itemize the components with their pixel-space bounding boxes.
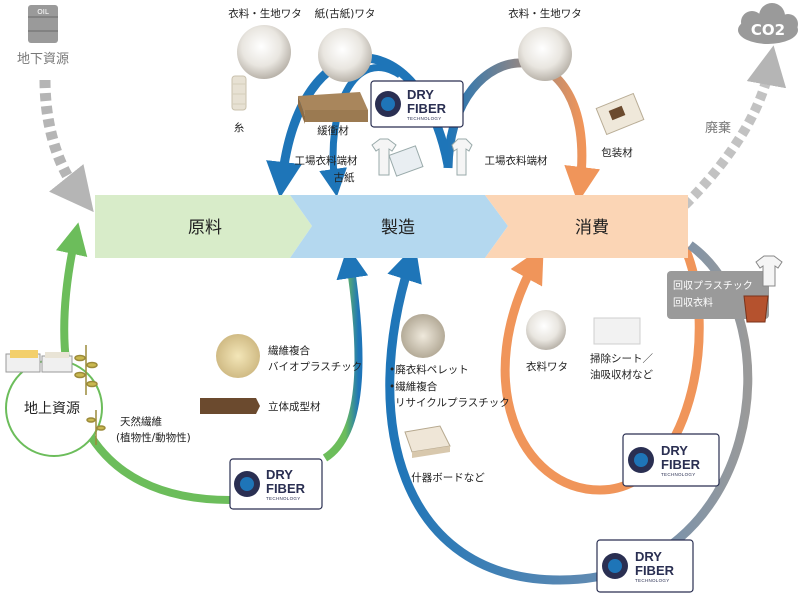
waste-paper-label: 古紙 bbox=[334, 171, 355, 184]
logo-fiber-text: FIBER bbox=[407, 101, 447, 116]
logo-technology-text: TECHNOLOGY bbox=[635, 578, 670, 583]
factory-scraps-left-label: 工場衣料端材 bbox=[295, 154, 358, 167]
dry-fiber-logo-bottom-right: DRY FIBER TECHNOLOGY bbox=[622, 433, 720, 487]
dry-fiber-logo-bottom-left: DRY FIBER TECHNOLOGY bbox=[229, 458, 323, 510]
fiber-composite-bio-label-1: 繊維複合 bbox=[268, 344, 310, 357]
top-clothing-wadding-left-label: 衣料・生地ワタ bbox=[228, 7, 302, 20]
thread-spool-icon bbox=[231, 75, 247, 111]
aboveground-label: 地上資源 bbox=[24, 401, 80, 417]
fixture-board-image bbox=[404, 425, 451, 458]
oil-drum-label: OIL bbox=[37, 8, 49, 16]
dry-fiber-logo-bottom: DRY FIBER TECHNOLOGY bbox=[596, 539, 694, 593]
logo-fiber-text: FIBER bbox=[266, 481, 306, 496]
recycled-plastic-label-1: •繊維複合 bbox=[389, 380, 438, 393]
packaging-icon bbox=[595, 92, 645, 136]
thread-label: 糸 bbox=[234, 122, 245, 134]
co2-label: CO2 bbox=[751, 21, 785, 39]
paper-wadding-image bbox=[318, 28, 372, 82]
natural-fiber-label-1: 天然繊維 bbox=[120, 415, 162, 428]
cushioning-label: 緩衝材 bbox=[317, 124, 349, 137]
logo-fiber-text: FIBER bbox=[661, 457, 701, 472]
stage-consumption-label: 消費 bbox=[575, 218, 609, 238]
stage-raw-label: 原料 bbox=[188, 218, 222, 238]
natural-fiber-label-2: (植物性/動物性) bbox=[116, 431, 191, 444]
crop-containers-icon bbox=[5, 350, 73, 373]
molded-material-image bbox=[200, 398, 260, 414]
disposal-label: 廃棄 bbox=[705, 120, 731, 136]
logo-fiber-text: FIBER bbox=[635, 563, 675, 578]
dry-fiber-logo-top: DRY FIBER TECHNOLOGY bbox=[370, 80, 464, 128]
clothing-wadding-label: 衣料ワタ bbox=[526, 360, 568, 373]
paper-wadding-label: 紙(古紙)ワタ bbox=[315, 7, 376, 20]
top-clothing-wadding-right-label: 衣料・生地ワタ bbox=[508, 7, 582, 20]
cotton-wadding-right-image bbox=[518, 27, 572, 81]
cleaning-sheet-image bbox=[593, 317, 641, 345]
recovery-clothing-label: 回収衣料 bbox=[673, 296, 713, 309]
disposal-dashed-arrow bbox=[681, 45, 787, 209]
underground-label: 地下資源 bbox=[17, 52, 69, 67]
underground-dashed-arrow bbox=[39, 79, 94, 213]
bottom-left-blue-arrow bbox=[322, 246, 369, 462]
co2-cloud-icon: CO2 bbox=[738, 3, 798, 44]
logo-technology-text: TECHNOLOGY bbox=[661, 472, 696, 477]
cushioning-box-icon bbox=[298, 92, 368, 124]
fixture-boards-label: 什器ボードなど bbox=[411, 472, 485, 484]
shirt-scraps-right-icon bbox=[451, 138, 473, 176]
recovery-box bbox=[667, 271, 769, 319]
logo-technology-text: TECHNOLOGY bbox=[266, 496, 301, 501]
fiber-composite-bio-label-2: バイオプラスチック bbox=[268, 361, 362, 373]
recycled-plastic-label-2: リサイクルプラスチック bbox=[395, 397, 510, 409]
stage-consumption bbox=[485, 195, 688, 258]
logo-technology-text: TECHNOLOGY bbox=[407, 116, 442, 121]
left-green-arrow bbox=[55, 222, 231, 504]
clothing-pellets-image bbox=[401, 314, 445, 358]
molded-label: 立体成型材 bbox=[268, 400, 321, 413]
stage-manufacturing bbox=[290, 195, 508, 258]
top-inner-blue-arrow bbox=[319, 64, 402, 197]
cleaning-sheets-label-1: 掃除シート／ bbox=[590, 352, 653, 365]
bioplastic-pellets-image bbox=[216, 334, 260, 378]
logo-dry-text: DRY bbox=[407, 87, 434, 102]
bottom-orange-loop-arrow bbox=[500, 246, 704, 495]
cleaning-sheets-label-2: 油吸収材など bbox=[590, 368, 653, 381]
oil-drum-icon: OIL bbox=[28, 5, 58, 43]
cotton-wadding-image bbox=[237, 25, 291, 79]
clothing-wadding-image bbox=[526, 310, 566, 350]
pellets-label: •廃衣料ペレット bbox=[389, 363, 469, 376]
bottom-big-loop-arrow bbox=[385, 241, 753, 585]
packaging-label: 包装材 bbox=[601, 146, 633, 159]
plant-icon bbox=[74, 345, 106, 445]
tshirt-bucket-icon bbox=[743, 255, 783, 323]
stage-raw bbox=[95, 195, 312, 258]
logo-dry-text: DRY bbox=[635, 549, 662, 564]
shirt-scraps-left-icon bbox=[371, 138, 424, 177]
stage-manufacturing-label: 製造 bbox=[381, 218, 415, 238]
logo-dry-text: DRY bbox=[266, 467, 293, 482]
logo-dry-text: DRY bbox=[661, 443, 688, 458]
factory-scraps-right-label: 工場衣料端材 bbox=[485, 154, 548, 167]
recovery-plastic-label: 回収プラスチック bbox=[673, 280, 753, 292]
